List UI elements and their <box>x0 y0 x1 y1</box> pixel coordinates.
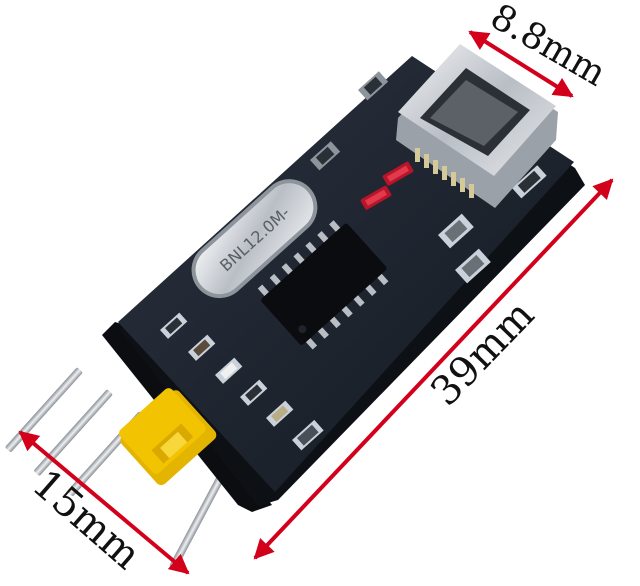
length-arrow <box>253 178 614 560</box>
width-arrow <box>18 430 190 575</box>
dimension-arrows <box>18 30 614 575</box>
connector-arrow <box>468 30 574 98</box>
